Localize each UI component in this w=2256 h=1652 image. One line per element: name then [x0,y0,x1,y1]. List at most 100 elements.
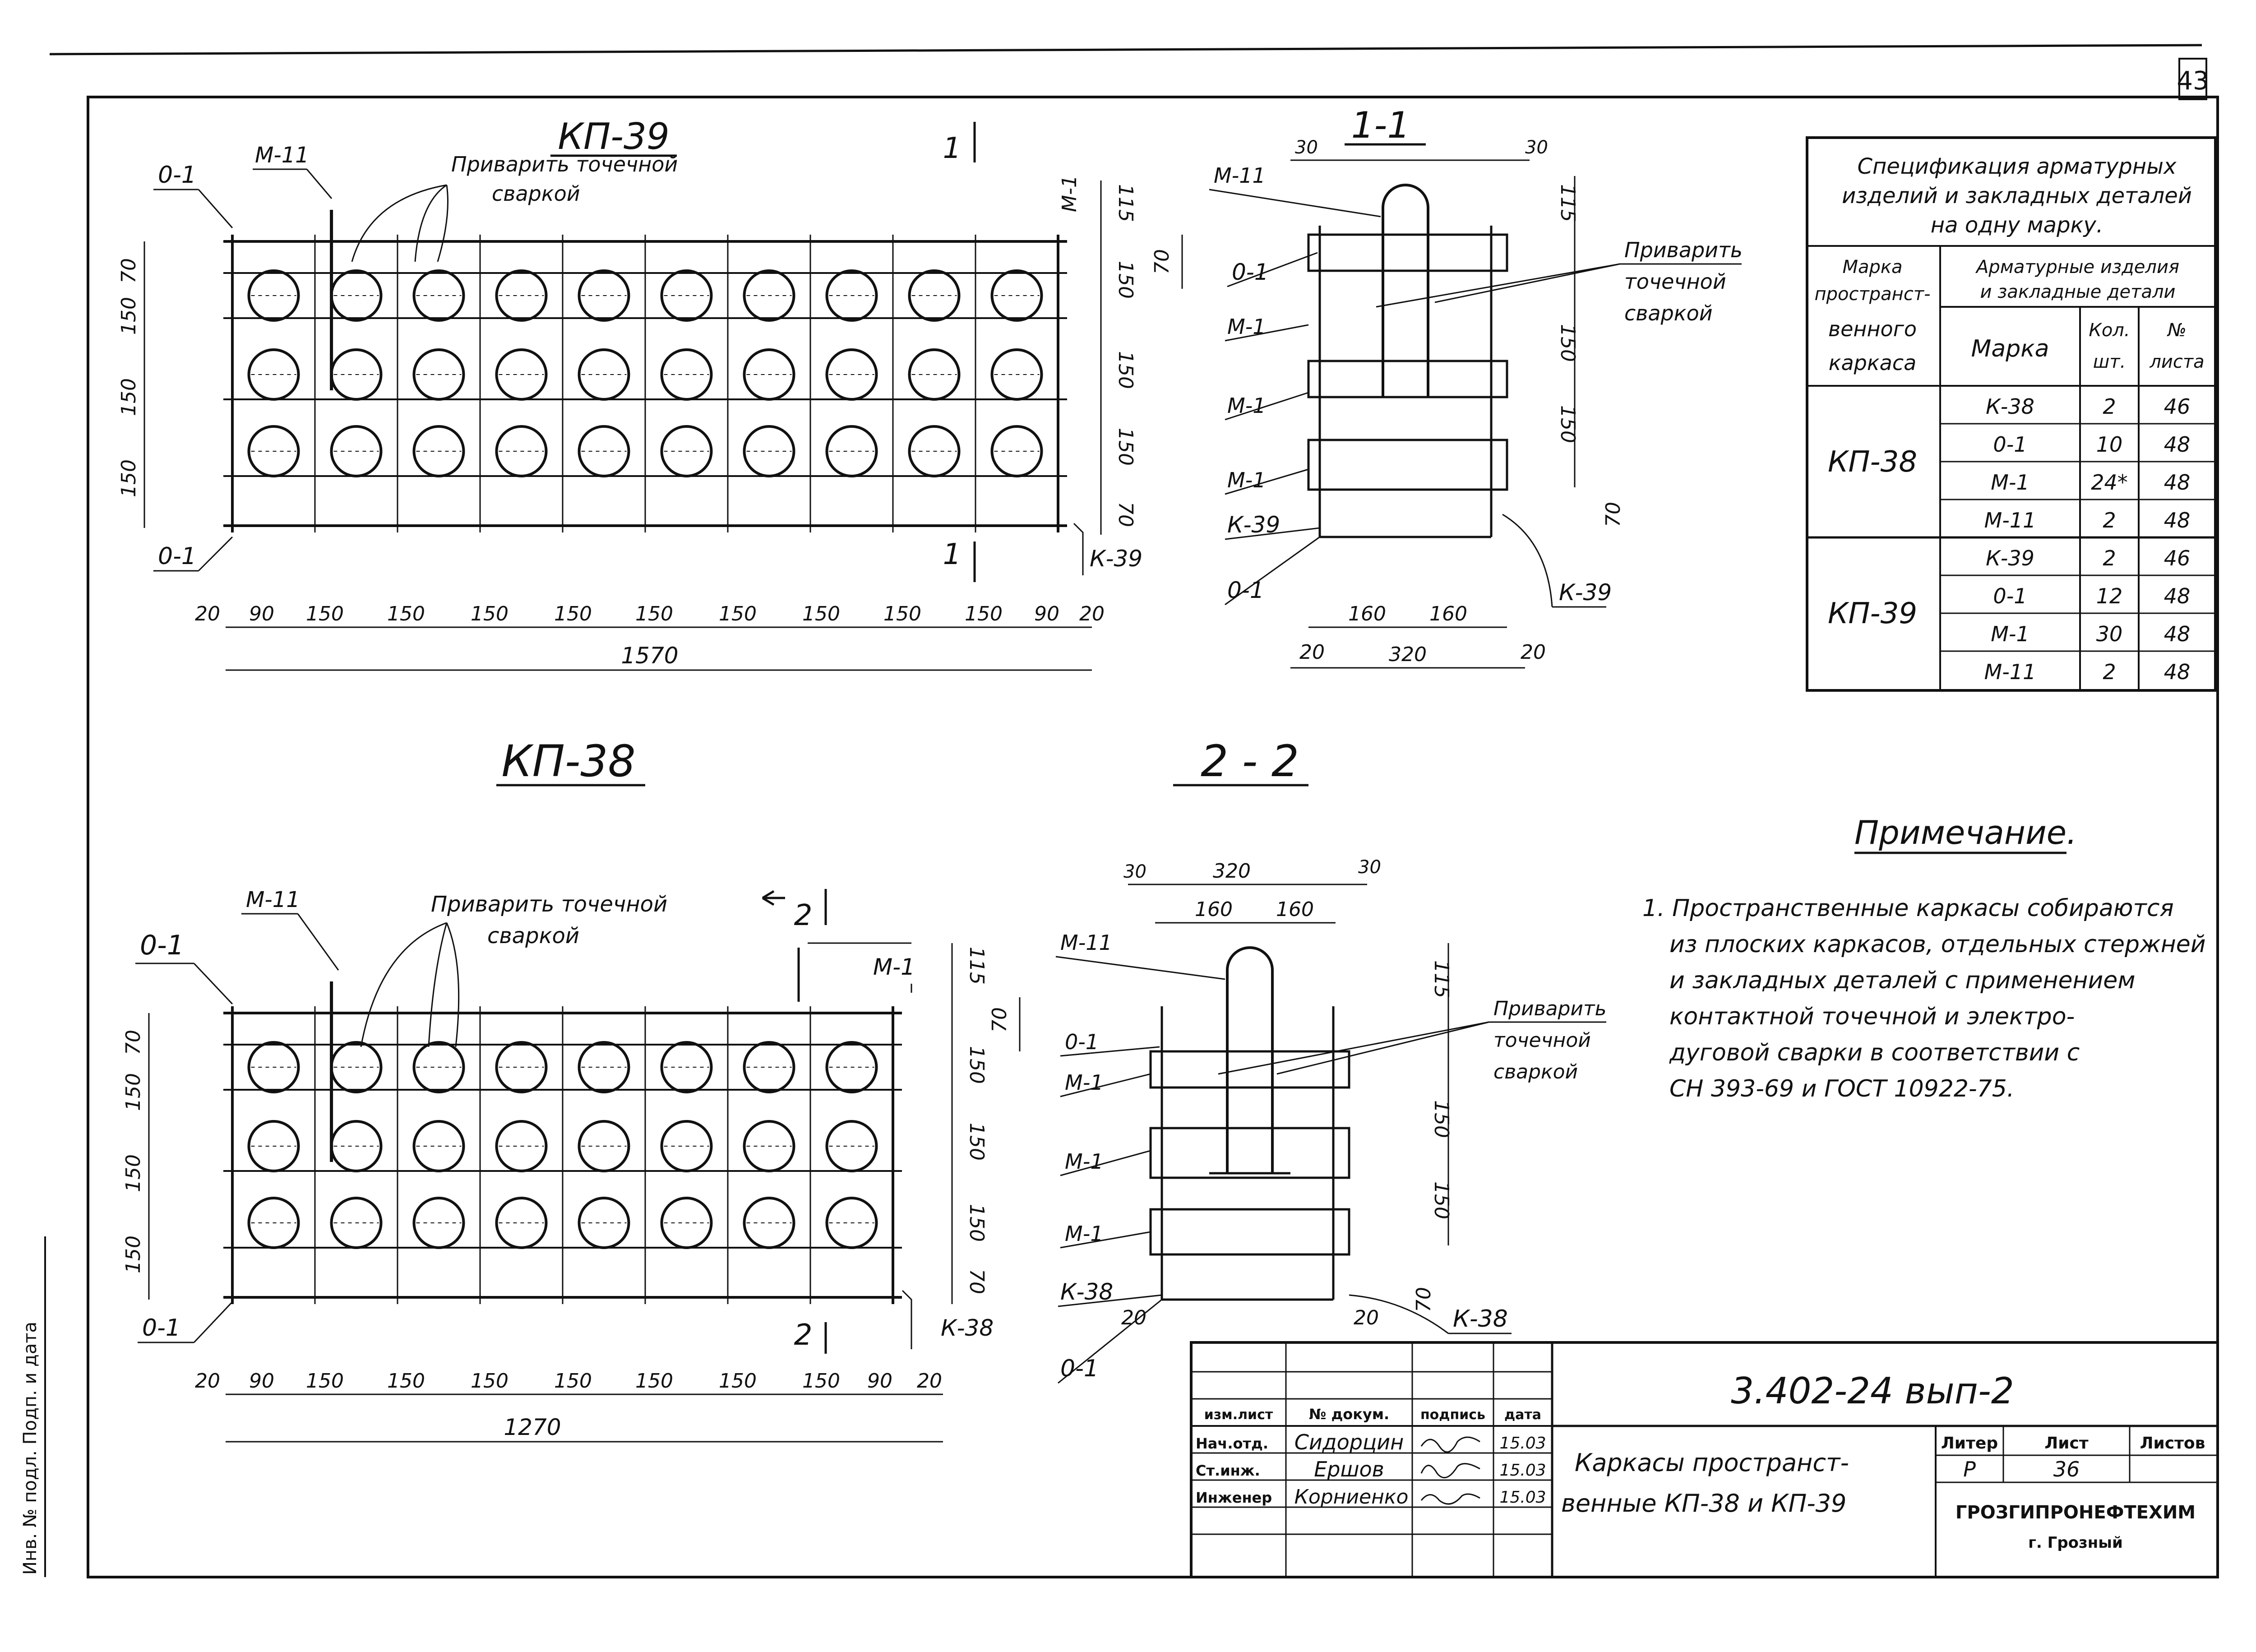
spec-table-border [1806,136,2217,692]
kp38-opening [578,1197,630,1249]
spec-row-mark: 0-1 [1993,584,2027,608]
kp39-opening [908,425,961,477]
spec-title-2: изделий и закладных деталей [1842,183,2192,208]
kp39-weld-leaders [351,184,448,262]
kp38-dim-h-3: 150 [387,1370,425,1393]
kp39-section-mark-bottom: 1 [943,538,962,571]
section22-dim-bottom-left: 20 [1121,1306,1146,1329]
kp38-rebar-grid [223,981,902,1304]
spec-row-sheet: 46 [2164,394,2191,419]
section11-m1c-leader [1225,468,1309,495]
section22-m11-loop [1226,946,1274,1173]
kp39-dim-v-mid2: 150 [117,378,140,416]
spec-h-group-1: Арматурные изделия [1975,257,2179,278]
kp38-m11-leader [297,913,339,971]
kp39-opening [412,269,465,322]
tb-listov-label: Листов [2140,1434,2205,1453]
kp38-o1-leader [193,963,233,1005]
section11-label-m1a: М-1 [1227,315,1266,339]
tb-title-2: венные КП-38 и КП-39 [1561,1489,1846,1518]
kp39-opening [990,269,1043,322]
section11-m11-leader [1209,189,1381,217]
kp39-opening [825,348,878,401]
kp38-section-arrow-top [762,889,827,925]
kp39-opening [247,348,300,401]
spec-row-mark: М-1 [1991,622,2029,646]
kp39-dim-v-right-bottom: 70 [1114,502,1137,527]
section22-dim-bottom-right: 20 [1354,1306,1379,1329]
kp39-label-o1-top: 0-1 [158,162,196,189]
spec-row-sheet: 48 [2164,660,2191,684]
section22-dim-top-right: 30 [1358,857,1381,878]
title-block-border [1190,1341,2219,1578]
kp38-opening [660,1041,713,1093]
section11-o1-leader [1227,252,1318,287]
section11-o1b-leader [1225,536,1320,606]
section11-label-m1c: М-1 [1227,468,1266,492]
tb-list-value: 36 [2053,1457,2080,1481]
kp38-dim-h-10: 20 [917,1370,942,1393]
spec-row-qty: 12 [2096,584,2123,608]
section11-title: 1-1 [1351,104,1410,146]
kp39-opening [908,348,961,401]
tb-role-3: Инженер [1196,1489,1272,1506]
kp39-opening [660,348,713,401]
kp39-o1b-leader [198,536,233,572]
kp39-opening [247,269,300,322]
kp38-weld-note-1: Приварить точечной [431,892,667,917]
kp39-dim-h-2: 150 [306,602,344,625]
section11-bar-m1-1 [1307,233,1508,272]
spec-row-qty: 2 [2103,546,2116,570]
section22-m1b-leader [1060,1150,1151,1176]
kp38-opening [247,1120,300,1172]
kp38-dim-h-1: 90 [249,1370,274,1393]
kp38-dim-h-0: 20 [195,1370,220,1393]
kp38-dim-h-6: 150 [635,1370,673,1393]
section11-k39-leader [1225,527,1320,540]
kp38-opening [743,1120,795,1172]
kp39-opening [990,425,1043,477]
section11-k39b-leader [1502,514,1606,608]
section22-o1-leader [1060,1046,1160,1057]
section22-weld-leaders [1218,1021,1606,1075]
spec-row-sheet: 48 [2164,470,2191,495]
kp38-opening [578,1120,630,1172]
margin-stamp: Инв. № подл. Подп. и дата [20,1322,41,1575]
kp38-opening [412,1041,465,1093]
spec-table: Спецификация арматурных изделий и заклад… [1806,136,2217,692]
section22-label-m1b: М-1 [1065,1149,1104,1174]
section11-dim-150a: 150 [1556,324,1579,362]
section11-dim-150b: 150 [1556,405,1579,443]
tb-litera-value: Р [1963,1457,1976,1481]
kp39-opening [330,425,383,477]
section11-top-dim-left: 30 [1295,137,1318,158]
kp39-dim-h-4: 150 [471,602,509,625]
kp39-dim-h-8: 150 [802,602,840,625]
tb-signature-2 [1420,1463,1480,1478]
section11-dim-total: 320 [1389,643,1427,666]
section22-k38-leader [1058,1294,1162,1307]
kp38-o1b-leader [193,1301,233,1343]
section22-o1b-leader [1058,1299,1162,1384]
kp39-opening [743,348,795,401]
spec-h-frame-1: Марка [1842,257,1902,278]
kp39-weld-note-1: Приварить точечной [451,152,678,176]
section11-weld-2: точечной [1624,269,1726,294]
kp38-dim-h-4: 150 [471,1370,509,1393]
kp38-opening [825,1041,878,1093]
kp38-label-m11: М-11 [246,887,300,912]
tb-name-3: Корниенко [1294,1485,1409,1509]
section22-dim-top-left: 30 [1123,861,1146,882]
kp39-opening [660,269,713,322]
kp38-dim-h-5: 150 [554,1370,592,1393]
section11-m1b-leader [1225,392,1309,421]
kp38-dim-h-9: 90 [867,1370,892,1393]
spec-title-1: Спецификация арматурных [1858,154,2177,179]
spec-row-qty: 24* [2091,470,2128,495]
kp39-plan-view: КП-39 1 1 Приварить точечной сваркой 0-1… [117,116,1142,671]
kp39-section-mark-top: 1 [943,132,962,165]
section22-bar-m1-2 [1149,1127,1350,1179]
section11-m11-loop [1382,184,1429,397]
spec-row-mark: 0-1 [1993,432,2027,457]
